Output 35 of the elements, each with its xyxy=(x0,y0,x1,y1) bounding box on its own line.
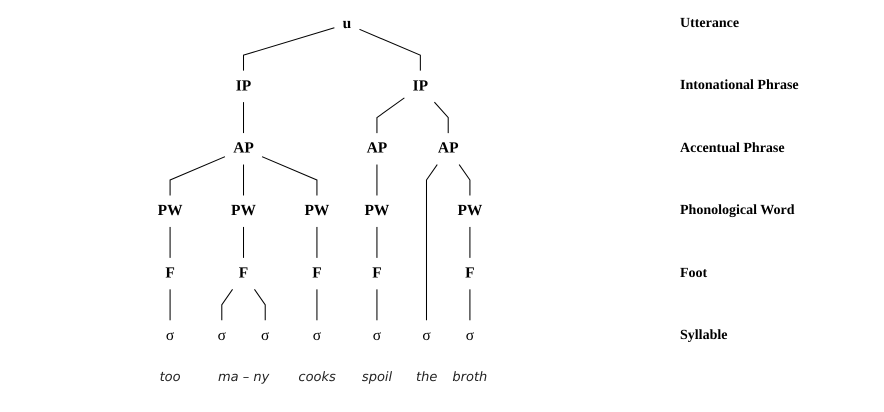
word-label: cooks xyxy=(298,370,336,385)
word-label: broth xyxy=(452,370,488,385)
word-label: spoil xyxy=(362,370,392,385)
constituent-label: AP xyxy=(233,140,254,157)
constituent-label: F xyxy=(165,265,175,282)
constituent-label: F xyxy=(312,265,322,282)
constituent-label: PW xyxy=(304,202,330,220)
level-label: Phonological Word xyxy=(680,203,794,220)
level-label: Intonational Phrase xyxy=(680,78,799,94)
constituent-label: F xyxy=(465,265,475,282)
constituent-label: u xyxy=(342,15,352,32)
constituent-label: σ xyxy=(422,328,431,344)
constituent-label: PW xyxy=(364,202,390,220)
constituent-label: PW xyxy=(457,202,482,220)
constituent-label: σ xyxy=(466,328,474,344)
level-label: Accentual Phrase xyxy=(680,140,785,157)
constituent-label: AP xyxy=(438,140,459,157)
constituent-label: σ xyxy=(372,328,382,344)
constituent-label: AP xyxy=(366,140,388,157)
constituent-label: σ xyxy=(312,328,322,344)
constituent-label: σ xyxy=(166,328,174,344)
constituent-label: PW xyxy=(231,202,256,220)
constituent-label: F xyxy=(238,265,248,282)
constituent-label: IP xyxy=(412,78,428,94)
constituent-label: PW xyxy=(158,202,183,220)
word-label: ma – ny xyxy=(218,370,270,385)
constituent-label: IP xyxy=(236,78,252,94)
constituent-label: σ xyxy=(261,328,270,344)
constituent-label: F xyxy=(372,265,382,282)
constituent-label: σ xyxy=(218,328,226,344)
level-label: Syllable xyxy=(680,328,728,344)
word-label: the xyxy=(416,370,438,385)
word-label: too xyxy=(160,370,181,385)
level-label: Utterance xyxy=(680,16,740,32)
level-label: Foot xyxy=(680,266,708,282)
